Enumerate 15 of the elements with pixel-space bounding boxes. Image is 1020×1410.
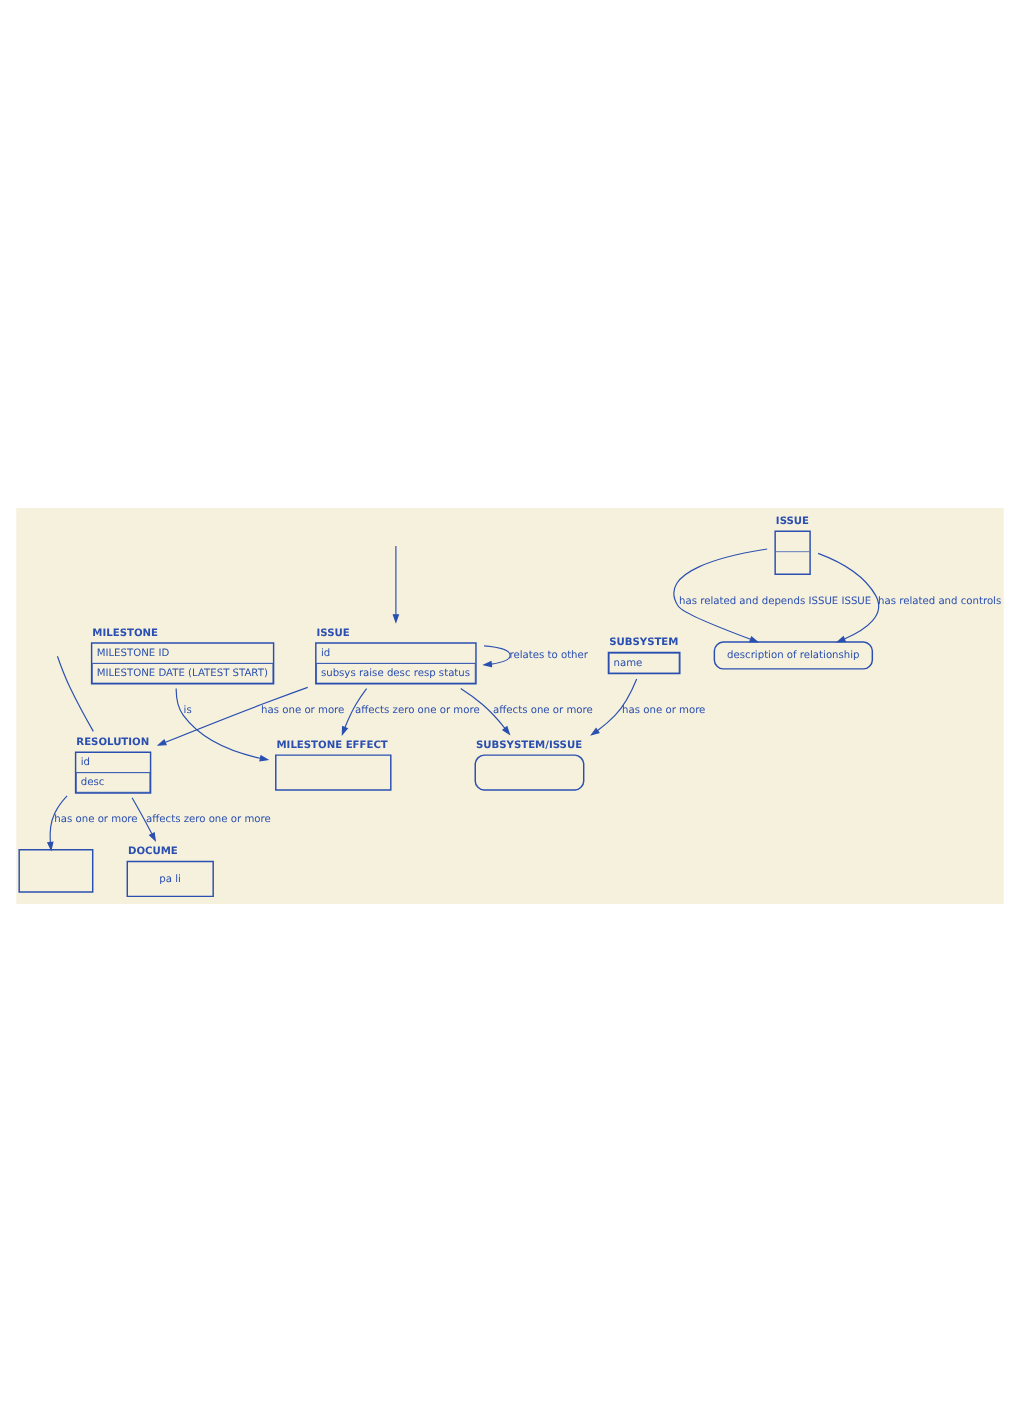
arrow [460,687,511,735]
connector [56,654,94,731]
arrow [392,544,400,623]
arrow [131,796,157,841]
arrow [673,547,768,642]
node-box [474,753,585,790]
arrow [817,551,880,642]
arrow [46,794,68,851]
arrow [590,677,638,735]
arrow [175,687,270,761]
arrow [341,687,368,735]
arrow [482,644,511,667]
arrow [156,685,309,745]
node-box [275,753,392,790]
node-box [18,848,94,892]
